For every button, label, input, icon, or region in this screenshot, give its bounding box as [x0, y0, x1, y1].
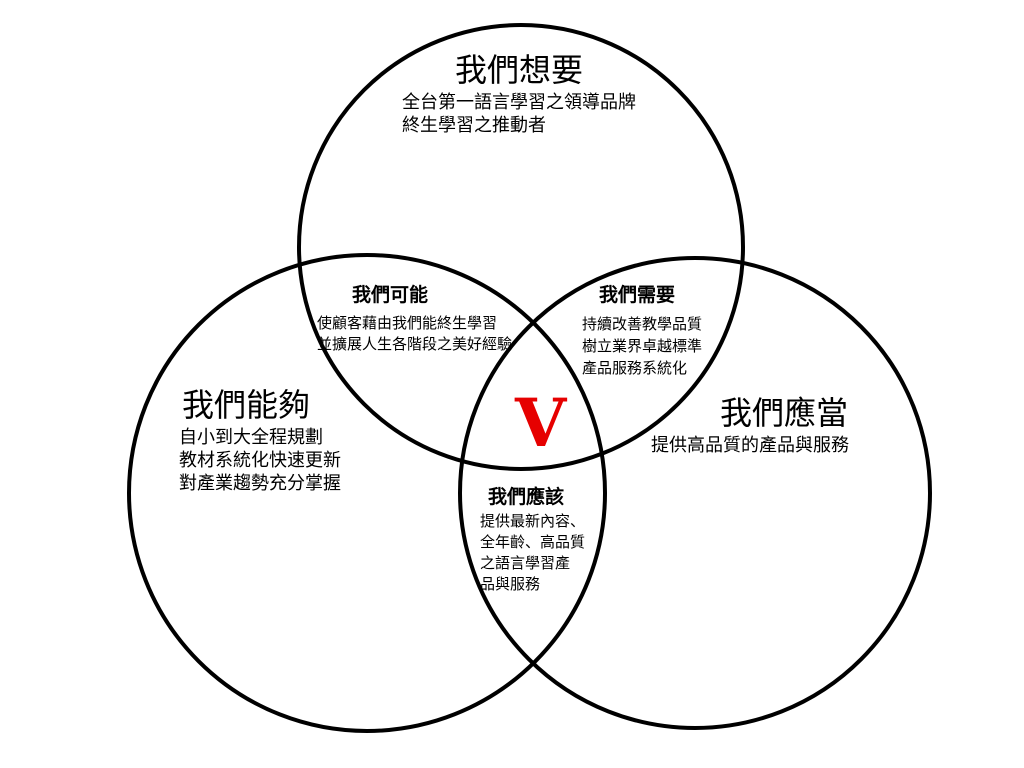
top-right-title: 我們需要 — [599, 284, 676, 306]
top-line-2: 終生學習之推動者 — [402, 115, 546, 136]
bottom-line-3: 之語言學習產 — [480, 554, 571, 572]
left-line-1: 自小到大全程規劃 — [179, 427, 323, 448]
left-title: 我們能夠 — [182, 386, 311, 424]
left-line-2: 教材系統化快速更新 — [179, 450, 341, 471]
center-v-mark: V — [515, 384, 567, 462]
top-left-line-1: 使顧客藉由我們能終生學習 — [317, 314, 498, 332]
circle-left — [127, 253, 607, 733]
bottom-line-2: 全年齡、高品質 — [480, 533, 586, 551]
right-title: 我們應當 — [720, 394, 849, 432]
top-left-title: 我們可能 — [352, 284, 429, 306]
top-right-line-3: 產品服務系統化 — [582, 359, 688, 377]
bottom-title: 我們應該 — [488, 486, 565, 508]
left-line-3: 對產業趨勢充分掌握 — [179, 473, 341, 494]
bottom-line-1: 提供最新內容、 — [480, 512, 586, 530]
bottom-line-4: 品與服務 — [480, 575, 541, 593]
circle-right — [458, 256, 932, 730]
circle-top — [297, 23, 745, 471]
right-line-1: 提供高品質的產品與服務 — [651, 435, 849, 456]
top-right-line-1: 持續改善教學品質 — [582, 315, 703, 333]
top-line-1: 全台第一語言學習之領導品牌 — [402, 92, 636, 113]
top-right-line-2: 樹立業界卓越標準 — [582, 337, 703, 355]
top-title: 我們想要 — [455, 51, 584, 89]
top-left-line-2: 並擴展人生各階段之美好經驗 — [317, 335, 513, 353]
